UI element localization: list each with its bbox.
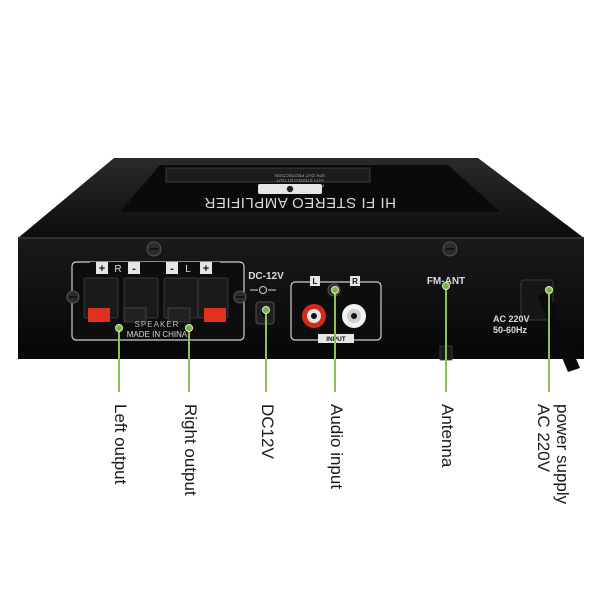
speaker-minus-r: - [132,263,136,275]
speaker-l-label: L [185,264,191,275]
callout-text: Audio input [327,404,346,490]
callout-right-output: Right output [181,404,200,496]
speaker-plus-l: + [203,263,209,275]
top-label: HI FI STEREO AMPLIFIER [204,194,396,211]
screw [233,290,247,304]
speaker-terminal-black [123,307,147,323]
ac-label-2: 50-60Hz [493,325,528,335]
top-small-text-2: HI FI STEREO BT OUT [276,178,323,183]
callout-left-output: Left output [111,404,130,484]
callout-dot [442,282,450,290]
screw [442,241,458,257]
speaker-terminal-block: + R - - L + SPEAKER MADE IN CHINA [71,261,245,341]
callout-dot [185,324,193,332]
callout-text: Antenna [438,404,457,468]
screw [146,241,162,257]
callout-text: DC12V [258,404,277,459]
speaker-terminal-black [167,307,191,323]
input-l-label: L [313,277,318,286]
ac-label-1: AC 220V [493,314,530,324]
callout-audio-input: Audio input [327,404,346,489]
callout-dot [331,286,339,294]
speaker-terminal-red [204,308,226,322]
callout-power-supply: power supply AC 220V [534,404,572,504]
callout-dc12v: DC12V [258,404,277,459]
callout-dot [115,324,123,332]
callout-text: Right output [181,404,200,496]
callout-text: AC 220V [534,404,553,473]
callout-antenna: Antenna [438,404,457,467]
callout-lines [118,286,550,392]
input-r-label: R [352,277,358,286]
input-label: INPUT [326,336,346,343]
speaker-text: SPEAKER [135,320,180,329]
speaker-minus-l: - [170,263,174,275]
callout-dot [262,306,270,314]
dc-label: DC-12V [248,271,284,282]
made-in-china: MADE IN CHINA [127,330,188,339]
callout-text: power supply [553,404,572,505]
speaker-plus-r: + [99,263,105,275]
speaker-terminal-red [88,308,110,322]
screw [66,290,80,304]
speaker-r-label: R [114,264,121,275]
top-small-text-3: SPK OUT PROTECTION [275,173,325,178]
callout-dot [545,286,553,294]
top-sticker: HI FI STEREO AMPLIFIER POWER DC 12V INPU… [120,165,500,212]
fm-ant-label: FM-ANT [427,276,465,287]
callout-text: Left output [111,404,130,485]
callout-dots [115,282,553,332]
